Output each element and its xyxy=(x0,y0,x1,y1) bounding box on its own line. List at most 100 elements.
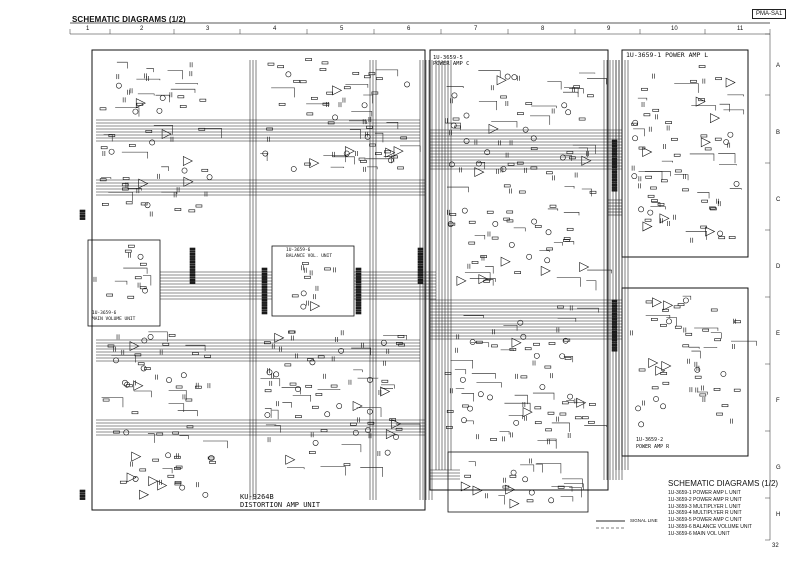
circuit-components xyxy=(79,58,741,509)
trace xyxy=(137,93,155,96)
trace xyxy=(170,88,196,93)
transistor xyxy=(545,229,552,236)
transistor xyxy=(492,221,499,227)
trace xyxy=(477,161,485,170)
resistor xyxy=(503,217,510,221)
connector-pin xyxy=(417,276,424,279)
trace xyxy=(476,382,502,388)
trace xyxy=(569,88,584,94)
connector-pin xyxy=(611,170,618,174)
trace xyxy=(553,242,563,246)
resistor xyxy=(578,117,586,121)
connector-pin xyxy=(79,212,86,215)
transistor xyxy=(140,365,147,372)
transistor xyxy=(451,92,458,99)
resistor xyxy=(124,249,132,253)
column-number: 2 xyxy=(140,26,144,32)
trace xyxy=(691,350,701,359)
transistor xyxy=(366,408,373,415)
trace xyxy=(264,408,272,418)
trace xyxy=(564,241,575,245)
resistor xyxy=(544,365,552,369)
resistor xyxy=(651,386,659,390)
connector-pin xyxy=(355,278,362,281)
resistor xyxy=(99,178,107,182)
resistor xyxy=(305,384,313,388)
op-amp xyxy=(131,451,142,462)
resistor xyxy=(574,416,582,420)
resistor xyxy=(448,222,456,226)
trace xyxy=(520,464,535,472)
balance-vol-name: BALANCE VOL. UNIT xyxy=(286,254,333,259)
trace xyxy=(572,144,596,154)
connector-pin xyxy=(417,258,424,261)
resistor xyxy=(321,61,329,65)
trace xyxy=(146,68,154,73)
column-number: 8 xyxy=(541,26,545,32)
connector-pin xyxy=(355,311,362,315)
trace xyxy=(469,278,496,282)
resistor xyxy=(471,261,479,264)
connector-pin xyxy=(261,309,268,312)
connector-pin xyxy=(611,165,618,169)
transistor xyxy=(467,405,473,412)
resistor xyxy=(127,295,135,299)
trace xyxy=(349,129,361,139)
transistor xyxy=(147,333,154,340)
trace xyxy=(450,360,473,369)
resistor xyxy=(174,482,182,486)
connector-pin xyxy=(611,343,618,347)
connector-pin xyxy=(417,271,424,274)
resistor xyxy=(312,405,319,409)
connector-pin xyxy=(611,307,618,310)
transistor xyxy=(500,166,507,172)
resistor xyxy=(564,357,572,360)
resistor xyxy=(716,412,723,416)
trace xyxy=(374,132,384,143)
resistor xyxy=(108,134,116,137)
connector-pin xyxy=(417,268,424,271)
trace xyxy=(282,402,292,408)
connector-pin xyxy=(261,304,268,307)
transistor xyxy=(324,411,331,418)
op-amp xyxy=(138,178,149,189)
resistor xyxy=(651,318,658,321)
connector-pin xyxy=(611,189,618,192)
row-letter: B xyxy=(776,130,781,136)
distortion-unit-id: KU-9264B xyxy=(240,493,274,501)
resistor xyxy=(587,94,594,98)
grid-ticks xyxy=(69,29,771,541)
connector-pin xyxy=(611,341,618,344)
transistor xyxy=(522,476,529,483)
transistor xyxy=(179,484,186,491)
transistor xyxy=(484,149,491,156)
transistor xyxy=(522,126,529,133)
connector-pin xyxy=(189,258,196,261)
column-number: 3 xyxy=(206,26,210,32)
resistor xyxy=(330,384,338,388)
trace xyxy=(566,399,574,402)
transistor xyxy=(380,339,387,346)
resistor xyxy=(588,420,595,424)
connector-pin xyxy=(611,181,618,184)
trace xyxy=(161,191,178,194)
resistor xyxy=(139,468,147,472)
trace xyxy=(345,84,369,88)
trace xyxy=(645,314,671,319)
transistor xyxy=(285,71,292,78)
connector-pin xyxy=(611,336,618,339)
connector-pin xyxy=(355,301,362,304)
resistor xyxy=(675,169,682,173)
resistor xyxy=(400,136,408,140)
model-badge: PMA-SA1 xyxy=(752,9,787,19)
connector-pin xyxy=(611,317,618,321)
resistor xyxy=(266,127,273,131)
trace xyxy=(123,267,148,274)
power-amp-r-name: POWER AMP R xyxy=(636,444,670,450)
resistor xyxy=(685,332,693,336)
resistor xyxy=(185,398,193,402)
connector-pin xyxy=(189,250,196,253)
power-amp-c-unit-box xyxy=(429,49,609,491)
transistor xyxy=(108,148,115,155)
